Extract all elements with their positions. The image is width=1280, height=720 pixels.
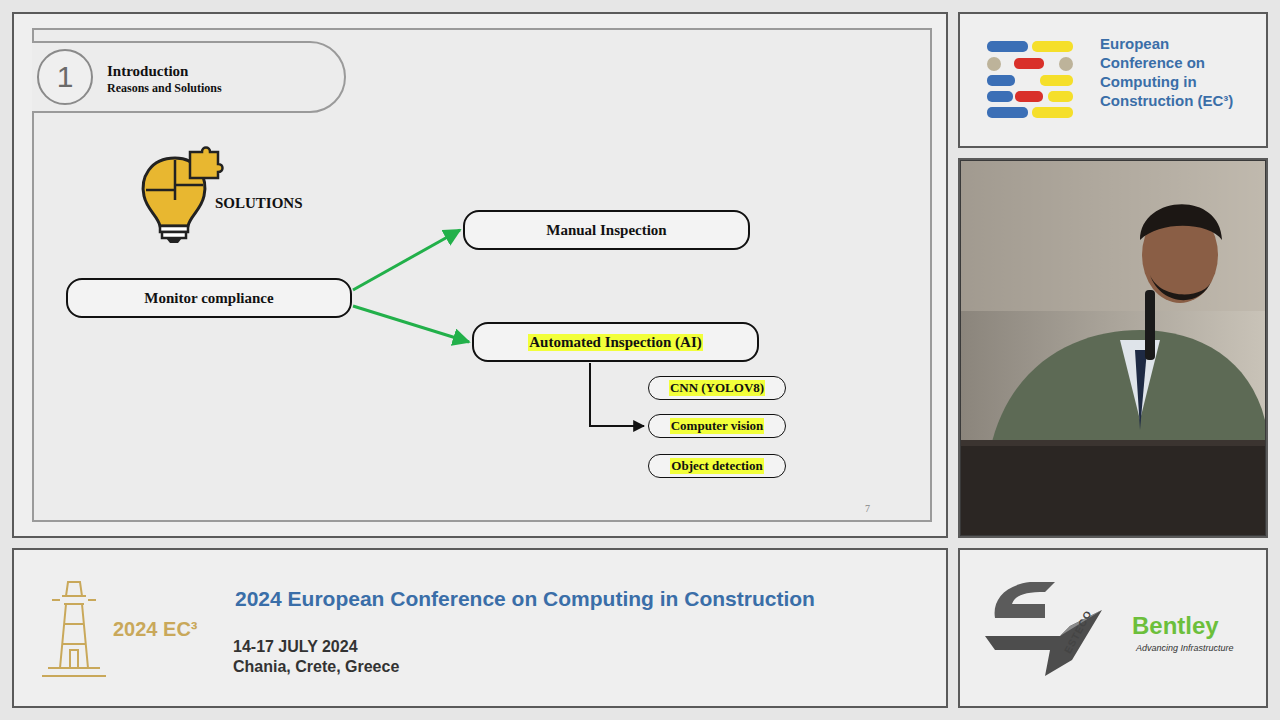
sponsor-tagline: Advancing Infrastructure bbox=[1136, 643, 1234, 653]
page-number: 7 bbox=[865, 503, 870, 514]
sponsor-panel bbox=[958, 548, 1268, 708]
section-subheading: Reasons and Solutions bbox=[107, 80, 222, 96]
speaker-video bbox=[961, 161, 1265, 535]
method-box: Computer vision bbox=[648, 414, 786, 438]
event-dates: 14-17 JULY 2024 bbox=[233, 638, 358, 656]
esteco-logo bbox=[985, 582, 1102, 676]
box-text: CNN (YOLOV8) bbox=[669, 380, 765, 396]
section-number-text: 1 bbox=[57, 60, 74, 94]
box-text: Computer vision bbox=[670, 418, 765, 434]
box-text: Automated Inspection (AI) bbox=[528, 334, 703, 351]
box-text: Monitor compliance bbox=[144, 290, 273, 307]
method-box: Object detection bbox=[648, 454, 786, 478]
event-place: Chania, Crete, Greece bbox=[233, 658, 399, 676]
connector-arrow bbox=[353, 230, 460, 290]
connector-arrow bbox=[353, 306, 469, 342]
ec3-logo bbox=[987, 41, 1073, 118]
process-box: Automated Inspection (AI) bbox=[472, 322, 759, 362]
banner-title: 2024 European Conference on Computing in… bbox=[235, 587, 815, 611]
sponsor-logo-text: ESTECO bbox=[1062, 608, 1094, 655]
process-box: Manual Inspection bbox=[463, 210, 750, 250]
sponsor-name: Bentley bbox=[1132, 612, 1219, 640]
conference-name: European Conference on Computing in Cons… bbox=[1100, 34, 1250, 110]
box-text: Manual Inspection bbox=[546, 222, 666, 239]
header-tab bbox=[32, 42, 345, 112]
section-heading: Introduction bbox=[107, 62, 222, 80]
connector-arrow bbox=[590, 363, 644, 426]
process-box: Monitor compliance bbox=[66, 278, 352, 318]
icon-caption: SOLUTIONS bbox=[215, 195, 303, 212]
bulb-icon bbox=[143, 148, 222, 244]
event-mark: 2024 EC³ bbox=[113, 618, 198, 641]
header-tab-node: IntroductionReasons and Solutions 1 bbox=[32, 42, 345, 112]
section-number: 1 bbox=[37, 49, 93, 105]
box-text: Object detection bbox=[670, 458, 763, 474]
method-box: CNN (YOLOV8) bbox=[648, 376, 786, 400]
lighthouse-icon bbox=[42, 582, 106, 676]
tab-texts: IntroductionReasons and Solutions bbox=[107, 62, 222, 96]
